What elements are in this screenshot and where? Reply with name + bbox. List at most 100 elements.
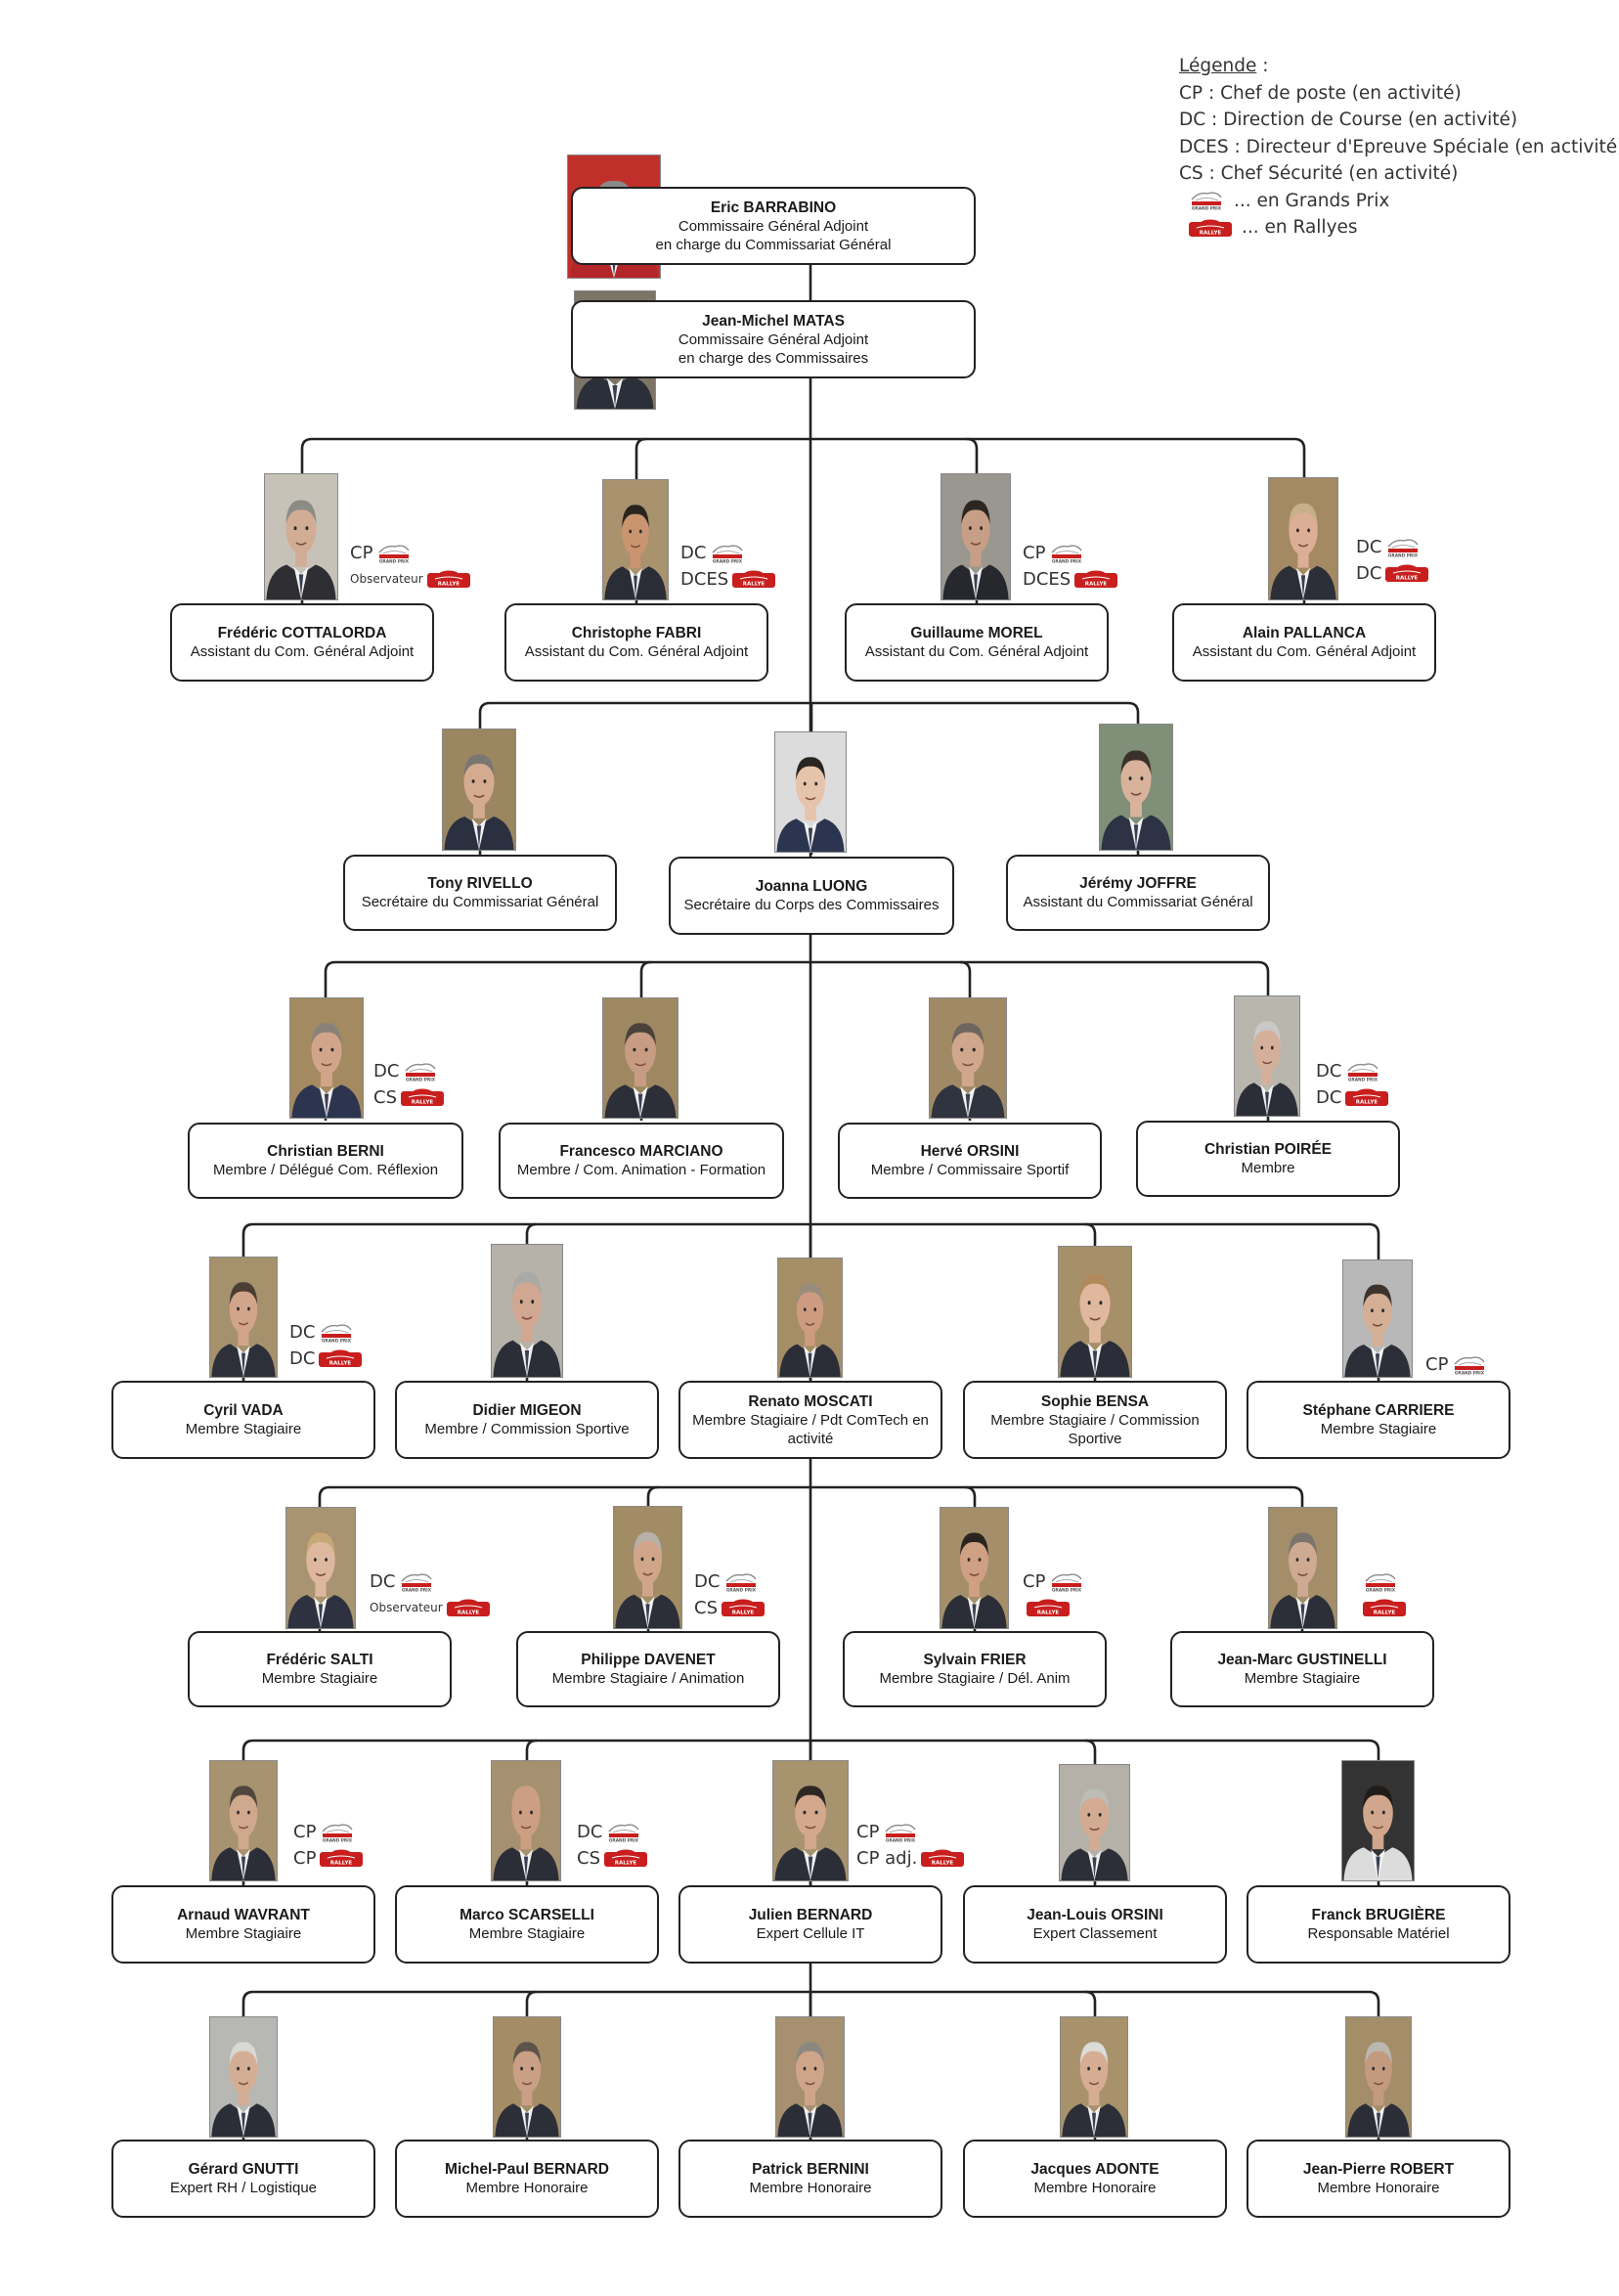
rallye-logo-icon: RALLYE <box>732 566 776 593</box>
svg-text:GRAND PRIX: GRAND PRIX <box>1455 1370 1485 1375</box>
rallye-logo-icon: RALLYE <box>722 1595 765 1621</box>
member-name: Gérard GNUTTI <box>188 2161 299 2178</box>
badge-text: DC <box>577 1822 603 1842</box>
svg-text:GRAND PRIX: GRAND PRIX <box>886 1837 916 1842</box>
grand-prix-logo-icon: GRAND PRIX <box>1363 1568 1398 1595</box>
member-role: Assistant du Com. Général Adjoint <box>864 643 1089 660</box>
rallye-logo-icon: RALLYE <box>426 566 470 593</box>
member-card: Hervé ORSINI Membre / Commissaire Sportif <box>838 1123 1102 1199</box>
member-name: Hervé ORSINI <box>920 1143 1020 1160</box>
member-name: Guillaume MOREL <box>910 625 1043 641</box>
badge-text: DC <box>680 543 707 563</box>
member-name: Jacques ADONTE <box>1030 2161 1160 2178</box>
member-photo <box>1345 2016 1412 2138</box>
member-name: Philippe DAVENET <box>581 1652 716 1668</box>
badge-text: CP <box>1023 543 1046 563</box>
badge-text: Observateur <box>350 572 423 586</box>
member-photo <box>602 997 678 1119</box>
member-photo <box>209 2016 278 2138</box>
member-role: Membre Honoraire <box>465 2180 589 2196</box>
member-photo <box>613 1506 682 1629</box>
member-photo <box>1268 1507 1337 1629</box>
badge-line: CP GRAND PRIX <box>1425 1351 1487 1378</box>
badge-text: DC <box>1356 563 1382 584</box>
member-role: Membre Stagiaire / Dél. Anim <box>879 1670 1071 1687</box>
grand-prix-logo-icon: GRAND PRIX <box>1452 1351 1487 1378</box>
grand-prix-logo-icon: GRAND PRIX <box>403 1058 438 1084</box>
svg-text:GRAND PRIX: GRAND PRIX <box>322 1338 352 1343</box>
badge-text: CP <box>350 543 373 563</box>
member-role: Membre Honoraire <box>1033 2180 1157 2196</box>
member-role: Membre Stagiaire <box>185 1925 302 1942</box>
member-card: Michel-Paul BERNARD Membre Honoraire <box>395 2140 659 2218</box>
member-name: Cyril VADA <box>203 1402 284 1419</box>
svg-text:GRAND PRIX: GRAND PRIX <box>402 1587 432 1592</box>
badge-text: CP <box>1023 1571 1046 1592</box>
member-role: Membre / Commissaire Sportif <box>870 1162 1070 1178</box>
grand-prix-logo-icon: GRAND PRIX <box>1049 540 1084 566</box>
member-photo <box>1058 1246 1132 1378</box>
svg-text:RALLYE: RALLYE <box>1037 1611 1060 1616</box>
member-name: Jean-Pierre ROBERT <box>1302 2161 1455 2178</box>
member-name: Michel-Paul BERNARD <box>445 2161 609 2178</box>
member-name: Joanna LUONG <box>755 878 868 895</box>
member-role: Expert RH / Logistique <box>169 2180 318 2196</box>
member-photo <box>1341 1760 1415 1881</box>
legend-rally-text: ... en Rallyes <box>1242 217 1358 239</box>
member-photo <box>442 729 516 851</box>
member-role: Membre Stagiaire / Pdt ComTech en activi… <box>692 1411 929 1447</box>
badge-text: DC <box>373 1061 400 1082</box>
grand-prix-logo-icon: GRAND PRIX <box>883 1819 918 1845</box>
member-name: Jean-Marc GUSTINELLI <box>1217 1652 1387 1668</box>
member-card: Marco SCARSELLI Membre Stagiaire <box>395 1885 659 1964</box>
member-role: Membre Stagiaire / Commission Sportive <box>990 1411 1200 1447</box>
badge-text: CP <box>1425 1354 1449 1375</box>
member-role: Assistant du Com. Général Adjoint <box>190 643 415 660</box>
grand-prix-logo-icon: GRAND PRIX <box>1345 1058 1380 1084</box>
grand-prix-logo-icon: GRAND PRIX <box>1189 188 1224 215</box>
member-role: Membre Stagiaire <box>468 1925 586 1942</box>
svg-text:RALLYE: RALLYE <box>615 1861 637 1867</box>
member-name: Patrick BERNINI <box>752 2161 869 2178</box>
svg-text:GRAND PRIX: GRAND PRIX <box>1348 1077 1378 1082</box>
member-photo <box>929 997 1007 1119</box>
member-card: Jacques ADONTE Membre Honoraire <box>963 2140 1227 2218</box>
member-photo <box>491 1760 561 1881</box>
legend-dces: DCES : Directeur d'Epreuve Spéciale (en … <box>1179 136 1619 157</box>
grand-prix-logo-icon: GRAND PRIX <box>376 540 412 566</box>
member-role: Assistant du Com. Général Adjoint <box>1192 643 1417 660</box>
member-photo <box>1342 1259 1413 1378</box>
member-role: Membre Honoraire <box>1317 2180 1440 2196</box>
member-name: Marco SCARSELLI <box>459 1907 594 1923</box>
rallye-logo-icon: RALLYE <box>320 1845 364 1872</box>
member-photo <box>1060 2016 1128 2138</box>
member-role: Membre Stagiaire <box>261 1670 378 1687</box>
grand-prix-logo-icon: GRAND PRIX <box>320 1819 355 1845</box>
member-badges: CP GRAND PRIX <box>1425 1351 1487 1378</box>
member-photo <box>940 1507 1009 1629</box>
member-photo <box>774 731 847 853</box>
grand-prix-logo-icon: GRAND PRIX <box>606 1819 641 1845</box>
